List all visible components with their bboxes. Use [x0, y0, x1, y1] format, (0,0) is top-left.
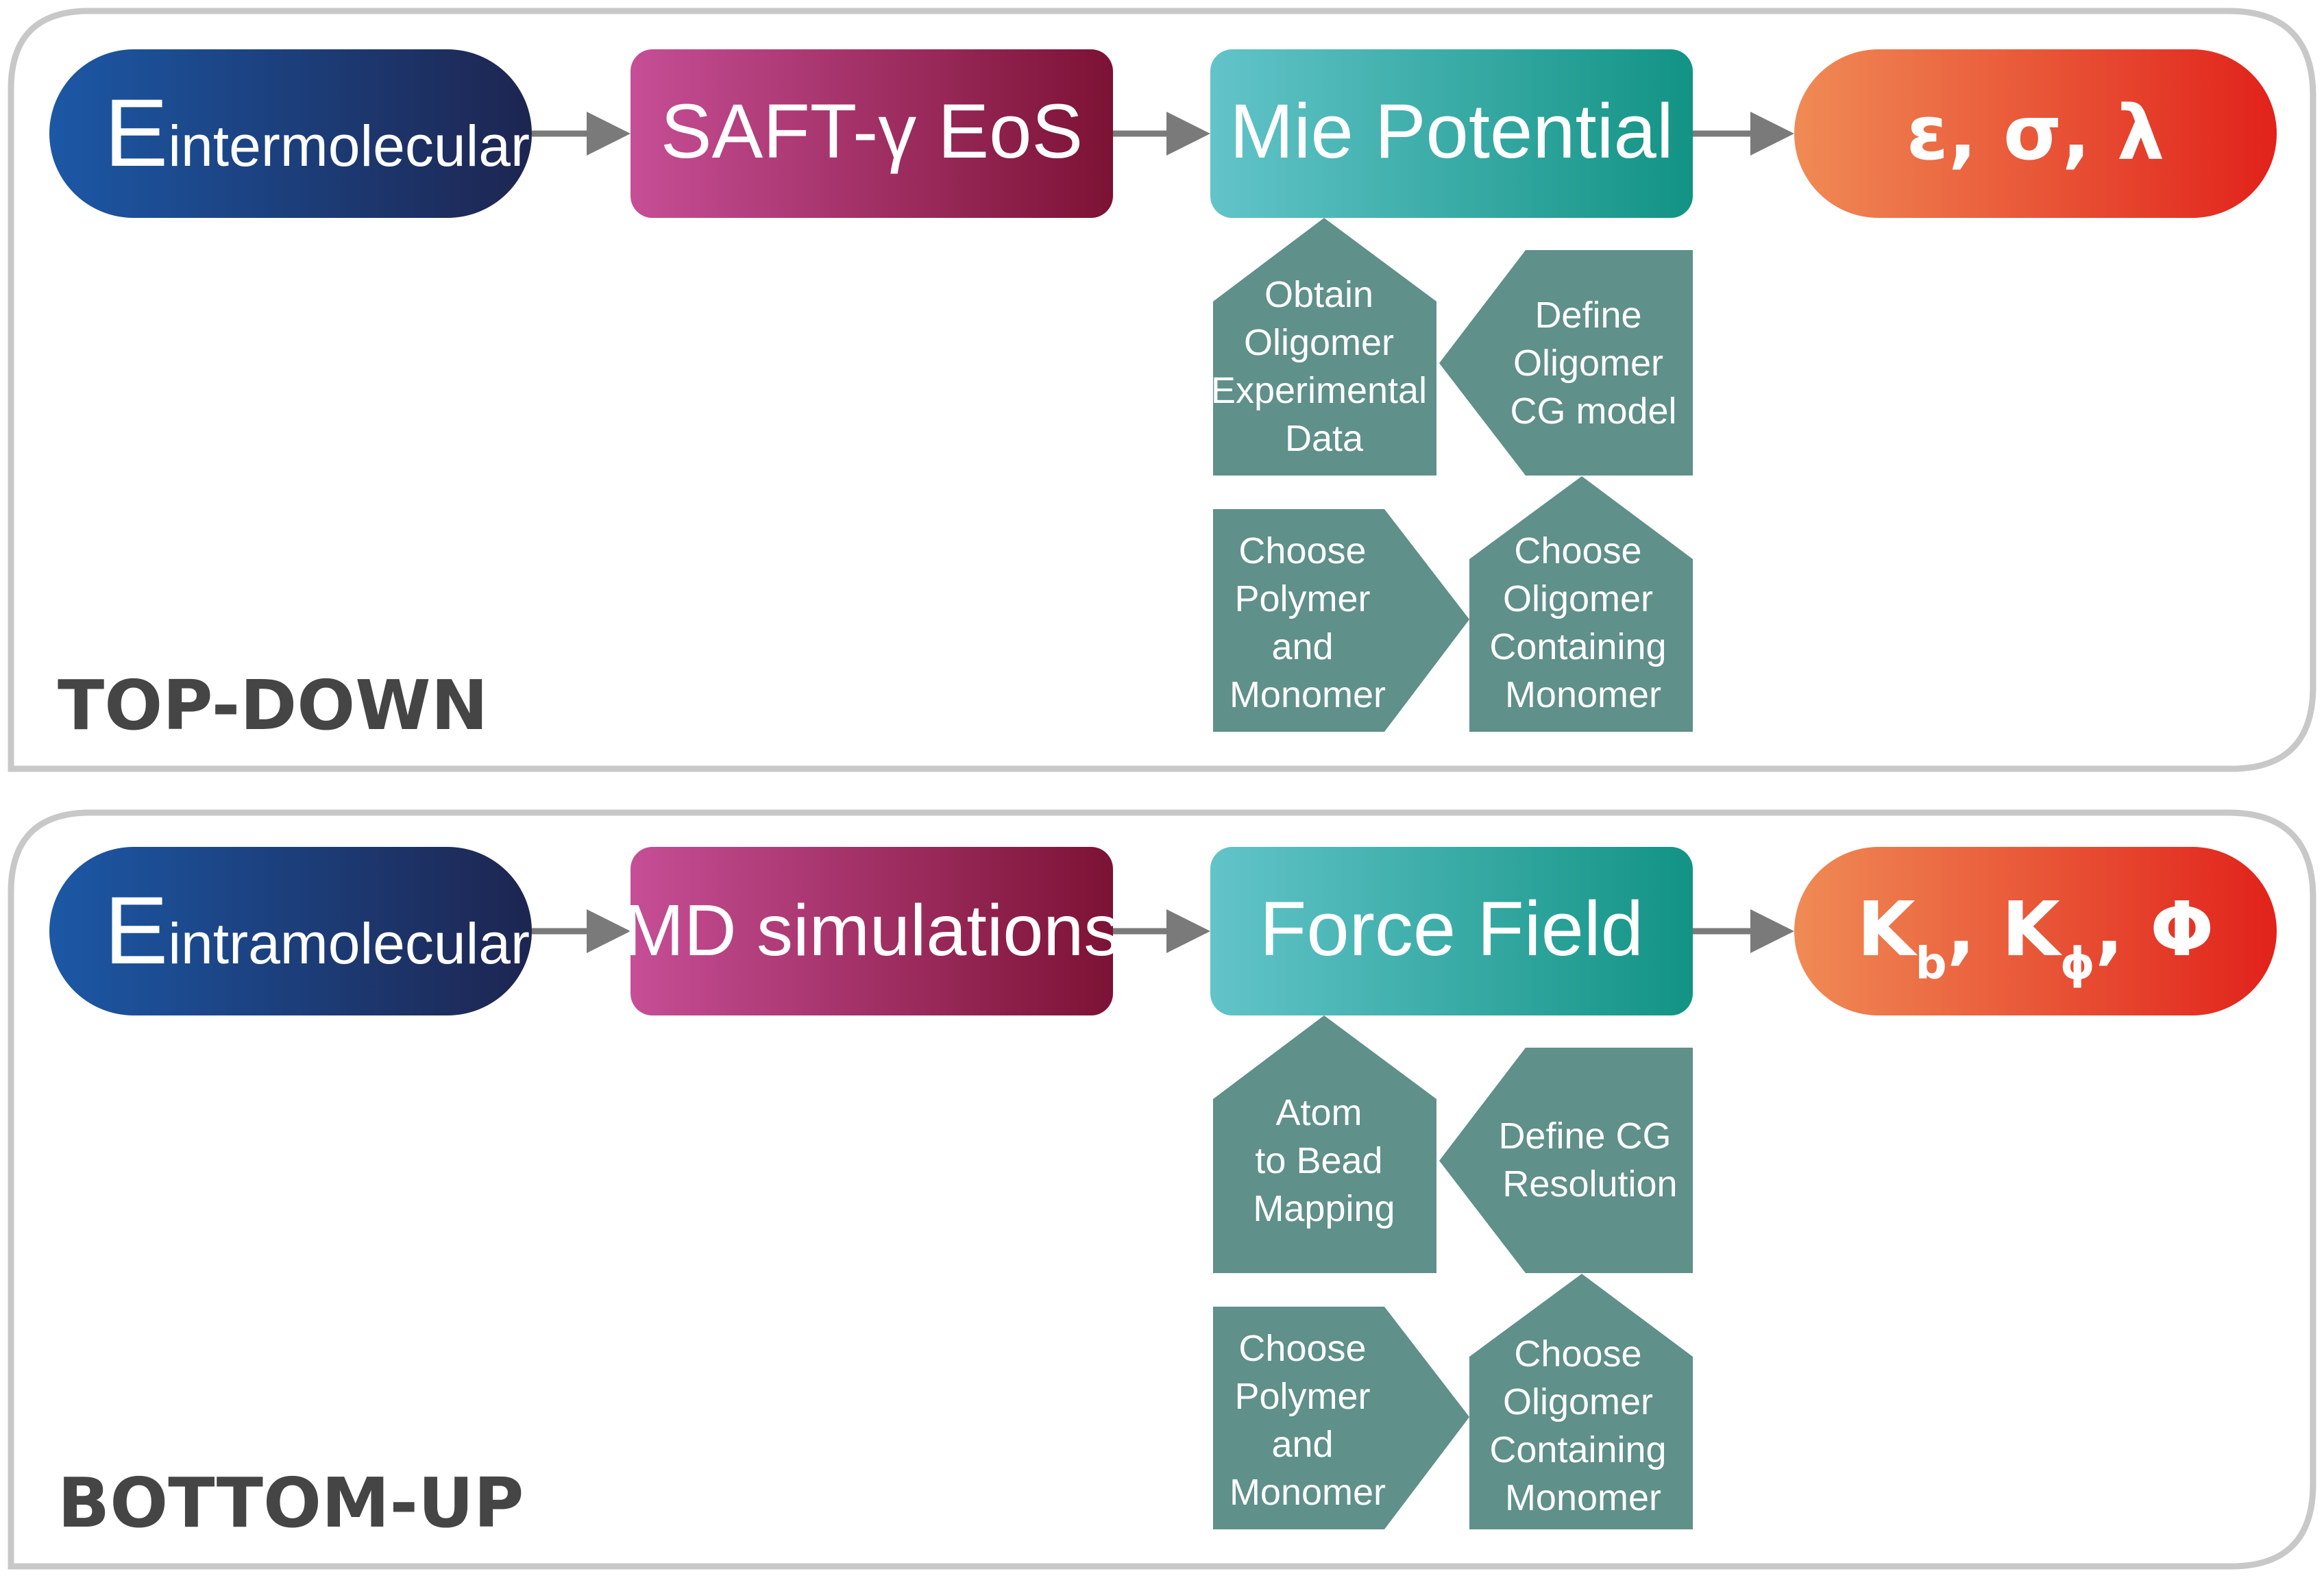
arrow-model-to-params: [1693, 909, 1794, 953]
step-choose-oligomer-text: Choose Oligomer Containing Monomer: [1489, 1333, 1676, 1518]
param-kb-subscript: b: [1916, 939, 1947, 989]
top-down-panel-border: [8, 8, 2316, 772]
step-choose-polymer-text: Choose Polymer and Monomer: [1230, 530, 1386, 715]
method-label: SAFT-γ EoS: [661, 88, 1083, 174]
arrow-method-to-model: [1113, 909, 1210, 953]
step-mapping-text: Atom to Bead Mapping: [1253, 1092, 1395, 1229]
method-node-saft: SAFT-γ EoS: [631, 49, 1113, 218]
energy-label: Eintermolecular: [104, 79, 530, 186]
model-node-mie-potential: Mie Potential: [1210, 49, 1693, 218]
step-choose-oligomer-shape: [1469, 1274, 1693, 1529]
model-label: Mie Potential: [1230, 88, 1673, 174]
bottom-up-step-texts: Atom to Bead Mapping Define CG Resolutio…: [1230, 1092, 1681, 1518]
top-down-steps: [1213, 218, 1693, 732]
bottom-up-panel: Eintramolecular MD simulations Force Fie…: [8, 809, 2316, 1570]
step-choose-oligomer-shape: [1469, 476, 1693, 732]
model-node-force-field: Force Field: [1210, 847, 1693, 1015]
params-label: ε, σ, λ: [1907, 89, 2165, 177]
step-obtain-data-text: Obtain Oligomer Experimental Data: [1211, 274, 1437, 459]
param-separator: ,: [1947, 885, 2002, 973]
step-choose-polymer-shape: [1213, 1307, 1469, 1529]
step-choose-oligomer-text: Choose Oligomer Containing Monomer: [1489, 530, 1676, 715]
bottom-up-steps: [1213, 1015, 1693, 1529]
top-down-arrows: [532, 112, 1794, 156]
param-kb: K: [1857, 885, 1918, 973]
step-define-model-text: Define Oligomer CG model: [1510, 295, 1676, 432]
method-label: MD simulations: [624, 890, 1121, 971]
param-phi: Φ: [2150, 885, 2214, 973]
arrow-model-to-params: [1693, 112, 1794, 156]
step-define-model-shape: [1439, 250, 1693, 476]
param-kphi: K: [2002, 885, 2063, 973]
step-choose-polymer-text: Choose Polymer and Monomer: [1230, 1328, 1386, 1513]
energy-label: Eintramolecular: [104, 876, 530, 984]
bottom-up-label: BOTTOM-UP: [58, 1463, 524, 1543]
params-node-epsilon-sigma-lambda: ε, σ, λ: [1794, 49, 2277, 218]
top-down-step-texts: Obtain Oligomer Experimental Data Define…: [1211, 274, 1677, 715]
top-down-panel: Eintermolecular SAFT-γ EoS Mie Potential…: [8, 8, 2316, 772]
energy-node-intramolecular: Eintramolecular: [49, 847, 532, 1015]
params-node-kb-kphi-phi: Kb, Kϕ, Φ: [1794, 847, 2277, 1015]
param-separator: ,: [2095, 885, 2150, 973]
energy-subscript: intermolecular: [168, 114, 530, 178]
arrow-energy-to-method: [532, 909, 631, 953]
step-mapping-shape: [1213, 1015, 1436, 1273]
model-label: Force Field: [1260, 886, 1643, 972]
param-kphi-subscript: ϕ: [2060, 939, 2095, 989]
step-define-resolution-shape: [1439, 1048, 1693, 1273]
arrow-energy-to-method: [532, 112, 631, 156]
energy-main: E: [104, 79, 168, 186]
bottom-up-panel-border: [8, 809, 2316, 1570]
bottom-up-arrows: [532, 909, 1794, 953]
energy-main: E: [104, 876, 168, 984]
params-label: Kb, Kϕ, Φ: [1857, 885, 2214, 989]
step-choose-polymer-shape: [1213, 509, 1469, 732]
arrow-method-to-model: [1113, 112, 1210, 156]
step-define-resolution-text: Define CG Resolution: [1498, 1115, 1681, 1205]
energy-subscript: intramolecular: [168, 911, 530, 976]
energy-node-intermolecular: Eintermolecular: [49, 49, 532, 218]
method-node-md-simulations: MD simulations: [624, 847, 1121, 1015]
top-down-label: TOP-DOWN: [58, 665, 488, 745]
step-obtain-data-shape: [1213, 218, 1436, 476]
